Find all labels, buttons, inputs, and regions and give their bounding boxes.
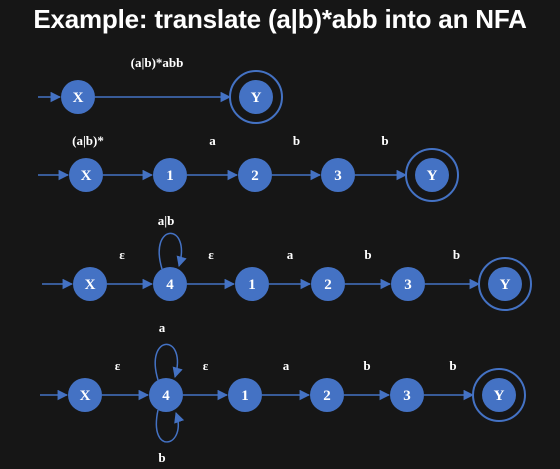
state-node [149,378,183,412]
transition-label: ε [119,247,125,262]
state-node [228,378,262,412]
state-node [153,158,187,192]
accept-state-node [482,378,516,412]
state-node [391,267,425,301]
state-node [390,378,424,412]
accept-state-ring [478,257,532,311]
state-label: X [81,168,92,184]
transition-label: (a|b)*abb [131,55,184,70]
loop-label-bottom: b [158,450,165,465]
accept-state-ring [229,70,283,124]
loop-label-top: a [159,320,166,335]
state-label: 1 [166,168,174,184]
state-node [73,267,107,301]
slide-title: Example: translate (a|b)*abb into an NFA [33,4,527,34]
state-node [310,378,344,412]
state-label: Y [251,90,262,106]
transition-label: ε [115,358,121,373]
state-label: 3 [404,277,412,293]
transition-label: b [364,247,371,262]
state-label: 2 [323,388,331,404]
state-node [69,158,103,192]
state-node [238,158,272,192]
transition-label: a [287,247,294,262]
loop-label-top: a|b [158,213,175,228]
state-label: 1 [241,388,249,404]
self-loop-bottom [155,409,185,443]
transition-label: b [381,133,388,148]
state-label: 4 [166,277,174,293]
accept-state-node [239,80,273,114]
state-label: Y [427,168,438,184]
state-label: 3 [403,388,411,404]
state-node [235,267,269,301]
state-label: Y [500,277,511,293]
transition-label: b [453,247,460,262]
state-node [68,378,102,412]
state-node [321,158,355,192]
state-label: 2 [324,277,332,293]
state-label: X [73,90,84,106]
transition-label: a [283,358,290,373]
state-label: Y [494,388,505,404]
transition-label: b [363,358,370,373]
self-loop-top [158,232,187,270]
state-label: 3 [334,168,342,184]
state-label: 1 [248,277,256,293]
self-loop-top [154,343,183,381]
state-label: X [85,277,96,293]
transition-label: (a|b)* [72,133,104,148]
state-label: 2 [251,168,259,184]
accept-state-node [488,267,522,301]
transition-label: b [449,358,456,373]
transition-label: ε [203,358,209,373]
state-node [311,267,345,301]
state-label: X [80,388,91,404]
state-node [61,80,95,114]
accept-state-ring [405,148,459,202]
accept-state-node [415,158,449,192]
transition-label: b [293,133,300,148]
state-node [153,267,187,301]
accept-state-ring [472,368,526,422]
transition-label: a [209,133,216,148]
state-label: 4 [162,388,170,404]
transition-label: ε [208,247,214,262]
